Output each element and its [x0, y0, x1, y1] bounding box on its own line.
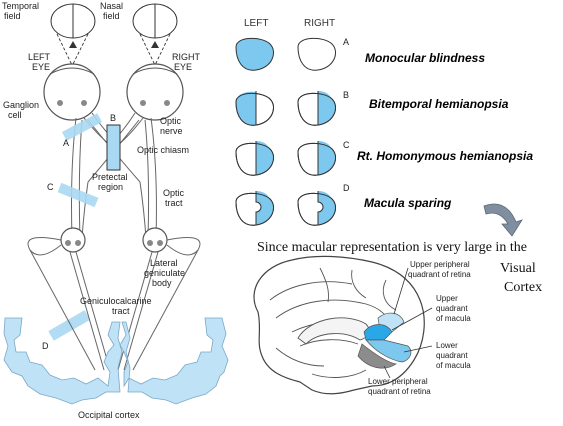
deficit-d: Macula sparing — [364, 196, 452, 210]
occipital-cortex-left — [3, 317, 123, 405]
field-a-left — [235, 37, 274, 71]
field-row-a: A Monocular blindness — [235, 37, 485, 71]
field-a-right — [297, 37, 336, 71]
occipital-cortex-right — [119, 317, 229, 405]
ganglion-cells — [57, 100, 170, 106]
pretectal-lesion-b — [106, 124, 121, 171]
occipital-cortex-label: Occipital cortex — [78, 410, 140, 420]
macula-note-line1: Since macular representation is very lar… — [257, 240, 527, 255]
lesion-a — [61, 113, 103, 141]
curved-arrow-icon — [483, 203, 523, 237]
field-row-d: D Macula sparing — [235, 183, 452, 226]
column-header-left: LEFT — [244, 18, 268, 29]
right-eye — [126, 63, 184, 121]
svg-text:D: D — [343, 183, 350, 193]
svg-text:C: C — [343, 140, 350, 150]
right-lateral-geniculate — [142, 227, 168, 253]
macula-note-line2: Visual — [500, 261, 536, 276]
svg-text:B: B — [343, 90, 349, 100]
lesion-label-b: B — [110, 113, 116, 123]
geniculocalcarine-tracts — [29, 249, 199, 371]
lesion-c — [57, 182, 99, 208]
lesion-d — [48, 310, 91, 341]
column-header-right: RIGHT — [304, 18, 335, 29]
lesion-label-a: A — [63, 138, 69, 148]
macula-note-line3: Cortex — [504, 280, 542, 295]
field-row-c: C Rt. Homonymous hemianopsia — [235, 140, 533, 176]
deficit-c: Rt. Homonymous hemianopsia — [357, 149, 533, 163]
deficit-b: Bitemporal hemianopsia — [369, 97, 509, 111]
visual-field-defects: LEFT RIGHT A Monocular blindness B Bitem… — [235, 18, 533, 226]
left-lateral-geniculate — [60, 227, 86, 253]
deficit-a: Monocular blindness — [365, 51, 485, 65]
lesion-label-c: C — [47, 182, 54, 192]
upper-macula-region — [363, 324, 393, 341]
lower-macula-region — [365, 339, 412, 363]
brain-leader-lines — [383, 267, 433, 379]
left-eye — [43, 63, 101, 121]
optic-chiasm-label: Optic chiasm — [137, 145, 189, 155]
field-row-b: B Bitemporal hemianopsia — [235, 90, 509, 126]
lesion-label-d: D — [42, 341, 49, 351]
svg-text:A: A — [343, 37, 349, 47]
lower-peripheral-region — [357, 343, 397, 369]
